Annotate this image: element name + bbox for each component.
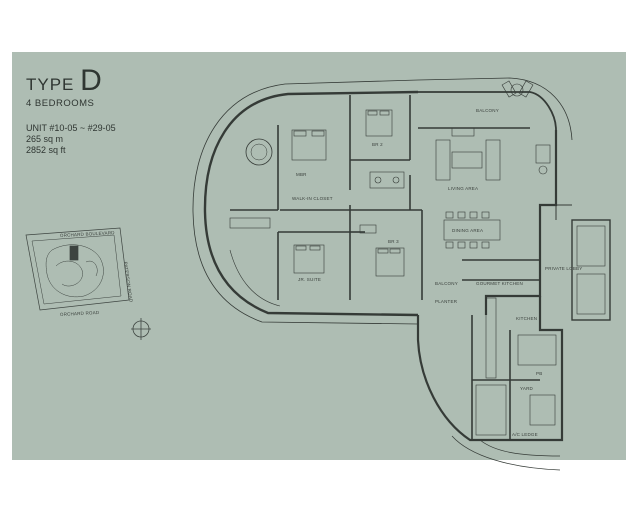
label-yard: YARD (520, 386, 534, 391)
label-gourmet: GOURMET KITCHEN (476, 281, 523, 286)
label-kitchen: KITCHEN (516, 316, 537, 321)
unit-info: UNIT #10-05 ~ #29-05 265 sq m 2852 sq ft (26, 123, 116, 156)
label-balcony-low: BALCONY (435, 281, 458, 286)
label-private-lobby: PRIVATE LOBBY (545, 266, 582, 271)
floor-plan (192, 77, 611, 471)
area-sqm: 265 sq m (26, 134, 64, 144)
label-planter: PLANTER (435, 299, 458, 304)
road-label-bottom: ORCHARD ROAD (60, 310, 100, 317)
site-highlight (69, 245, 79, 261)
label-living: LIVING AREA (448, 186, 478, 191)
road-label-right: PATERSON ROAD (123, 261, 134, 303)
room-labels: BALCONY BR 2 MBR WALK-IN CLOSET LIVING A… (292, 108, 582, 437)
label-dining: DINING AREA (452, 228, 483, 233)
type-prefix: TYPE (26, 75, 75, 94)
north-arrow-icon (131, 318, 151, 340)
type-letter: D (80, 64, 103, 97)
label-walkin: WALK-IN CLOSET (292, 196, 333, 201)
floorplan-sheet (12, 52, 626, 460)
area-sqft: 2852 sq ft (26, 145, 66, 155)
bedroom-count: 4 BEDROOMS (26, 98, 95, 109)
label-ac-ledge: A/C LEDGE (512, 432, 538, 437)
site-key-map (25, 227, 130, 311)
label-br3: BR 3 (388, 239, 399, 244)
label-pb: PB (536, 371, 542, 376)
type-title: TYPE D (26, 64, 103, 98)
label-balcony-top: BALCONY (476, 108, 499, 113)
road-label-top: ORCHARD BOULEVARD (60, 230, 116, 238)
label-master: MBR (296, 172, 307, 177)
label-jr-suite: JR. SUITE (298, 277, 321, 282)
label-br2: BR 2 (372, 142, 383, 147)
unit-number: UNIT #10-05 ~ #29-05 (26, 123, 116, 133)
